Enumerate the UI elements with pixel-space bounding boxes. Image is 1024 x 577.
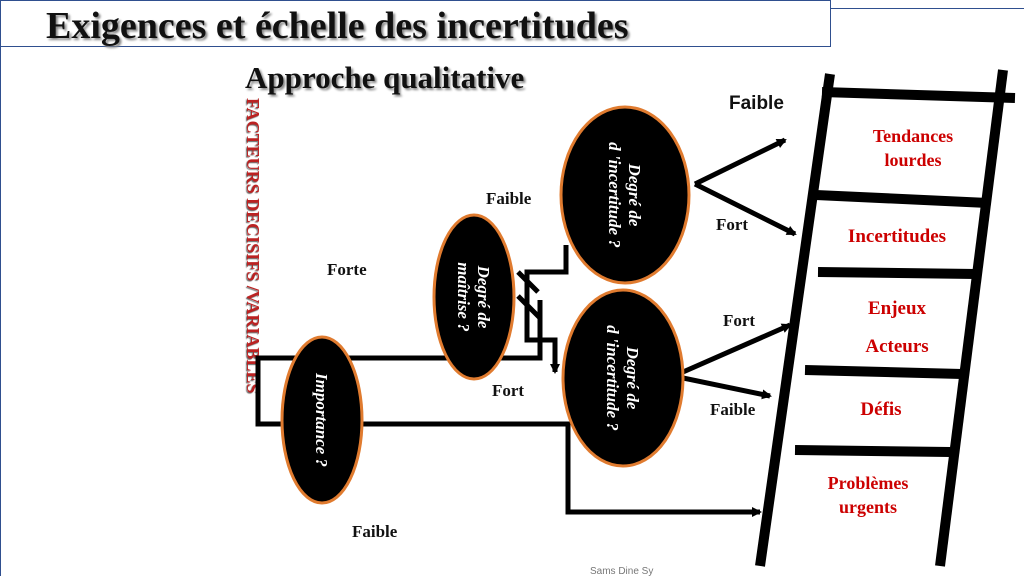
label-faible-top: Faible — [729, 93, 784, 114]
ladder-rung-5 — [794, 445, 951, 457]
rung-incertitudes: Incertitudes — [832, 225, 962, 249]
importance-bracket — [255, 355, 283, 427]
ellipse-incertitude-top-line2: d 'incertitude ? — [605, 142, 624, 248]
faible-connector — [360, 421, 762, 517]
ladder-rung-4 — [804, 365, 963, 379]
label-faible-maitrise: Faible — [486, 189, 532, 208]
ellipse-incertitude-top: Degré de d 'incertitude ? — [559, 105, 691, 285]
ladder-left-rail — [755, 73, 835, 567]
page-subtitle: Approche qualitative — [245, 60, 525, 95]
label-faible-bottom: Faible — [710, 400, 756, 419]
ellipse-incertitude-bottom-line2: d 'incertitude ? — [603, 325, 622, 431]
ladder-rung-2 — [815, 190, 989, 208]
maitrise-arrow-a — [516, 270, 540, 294]
junction-to-top — [524, 245, 569, 300]
top-faible-arrow — [693, 137, 787, 187]
ellipse-incertitude-bottom-line1: Degré de — [623, 346, 642, 410]
vertical-axis-label: FACTEURS DECISIFS /VARIABLES — [243, 98, 263, 394]
ellipse-incertitude-bottom: Degré de d 'incertitude ? — [561, 288, 685, 468]
ellipse-maitrise-line2: maîtrise ? — [454, 262, 473, 331]
ladder-rung-1 — [821, 87, 1016, 103]
ellipse-maitrise: Degré de maîtrise ? — [432, 213, 516, 381]
rung-defis: Défis — [816, 398, 946, 422]
rung-enjeux-acteurs: Enjeux Acteurs — [832, 290, 962, 366]
left-rule — [0, 47, 1, 576]
ladder-right-rail — [935, 69, 1008, 567]
bottom-faible-arrow — [682, 375, 772, 400]
title-frame — [0, 0, 831, 47]
rung-1-line1: Tendances — [872, 126, 954, 146]
label-faible-importance: Faible — [352, 522, 398, 541]
rung-5-line1: Problèmes — [827, 473, 909, 493]
ellipse-incertitude-top-line1: Degré de — [625, 163, 644, 227]
rung-5-line2: urgents — [839, 497, 897, 517]
rung-3-line1: Enjeux — [867, 298, 927, 319]
forte-connector — [283, 300, 543, 361]
rung-problemes-urgents: Problèmes urgents — [803, 471, 933, 519]
label-forte: Forte — [327, 260, 367, 279]
bottom-fort-arrow — [681, 322, 792, 375]
ellipse-maitrise-line1: Degré de — [474, 265, 493, 329]
ladder — [755, 69, 1016, 567]
ladder-rung-3 — [817, 267, 977, 279]
maitrise-arrow-b — [516, 294, 542, 320]
connector-lines — [255, 137, 797, 517]
top-fort-arrow — [693, 181, 797, 237]
rung-2-line1: Incertitudes — [847, 226, 947, 247]
rung-3-line2: Acteurs — [865, 336, 929, 357]
footer-author: Sams Dine Sy — [590, 566, 654, 577]
ellipse-importance-text: Importance ? — [312, 372, 331, 467]
label-fort-maitrise: Fort — [492, 381, 525, 400]
page-title: Exigences et échelle des incertitudes — [46, 5, 629, 47]
rung-tendances-lourdes: Tendances lourdes — [848, 124, 978, 172]
junction-to-bottom — [524, 300, 560, 374]
top-right-rule — [830, 8, 1024, 9]
label-fort-top: Fort — [716, 215, 749, 234]
ellipse-importance: Importance ? — [280, 335, 364, 505]
rung-1-line2: lourdes — [884, 150, 942, 170]
rung-4-line1: Défis — [860, 399, 902, 420]
label-fort-bottom: Fort — [723, 311, 756, 330]
